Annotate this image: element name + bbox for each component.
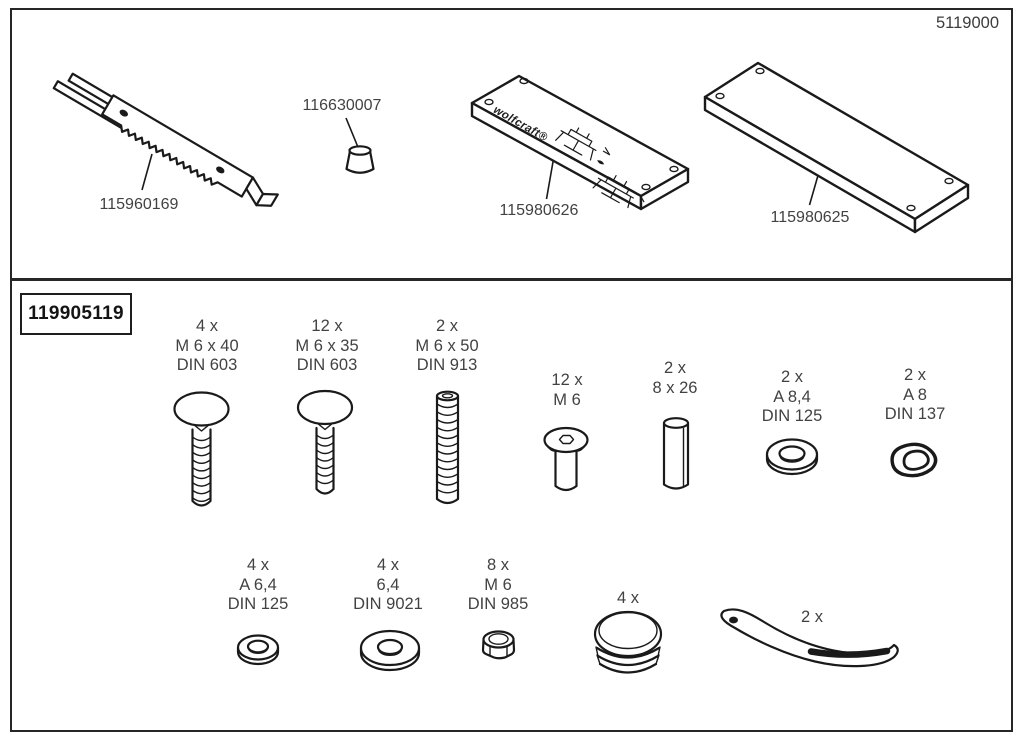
kit-label-washer-a64: 4 x A 6,4 DIN 125	[228, 556, 289, 615]
kit-number-box: 119905119	[20, 293, 132, 335]
leader-lines	[141, 117, 822, 206]
bolt-m6x35-drawing	[296, 389, 354, 495]
qty: 8 x	[486, 556, 509, 574]
part-number-plain-plate: 115980625	[770, 209, 850, 226]
product-number: 5119000	[935, 14, 999, 32]
section-divider	[10, 278, 1013, 281]
kit-label-round-cap: 4 x	[617, 589, 639, 609]
washer-a64-drawing	[236, 634, 280, 666]
kit-label-m6x50: 2 x M 6 x 50 DIN 913	[415, 317, 478, 376]
spec: M 6 x 50	[415, 336, 479, 355]
spacer-drawing	[662, 417, 690, 490]
din: DIN 603	[176, 356, 238, 374]
kit-label-m6x40: 4 x M 6 x 40 DIN 603	[175, 317, 238, 376]
wave-washer-drawing	[890, 442, 938, 478]
rail-drawing	[52, 72, 279, 207]
kit-label-wave-washer: 2 x A 8 DIN 137	[885, 366, 946, 425]
qty: 12 x	[551, 371, 583, 389]
spec: M 6 x 40	[175, 336, 239, 355]
round-cap-drawing	[593, 610, 663, 674]
qty: 12 x	[311, 317, 343, 335]
din: DIN 985	[467, 595, 529, 613]
spec: A 8,4	[773, 387, 811, 406]
din: DIN 603	[296, 356, 358, 374]
qty: 2 x	[903, 366, 926, 384]
cap-drawing	[345, 145, 375, 174]
bolt-m6x40-drawing	[173, 391, 230, 507]
din: DIN 913	[416, 356, 478, 374]
plain-plate-drawing	[703, 61, 970, 234]
printed-plate-drawing	[470, 74, 690, 211]
qty: 2 x	[780, 368, 803, 386]
spec: M 6	[553, 390, 581, 409]
lock-nut-drawing	[481, 630, 516, 660]
page-border	[10, 8, 1013, 732]
washer-a84-drawing	[765, 438, 819, 476]
qty: 4 x	[246, 556, 269, 574]
qty: 2 x	[663, 359, 687, 377]
kit-label-sleeve-nut: 12 x M 6	[551, 371, 582, 410]
part-number-rail: 115960169	[99, 196, 179, 213]
spec: A 6,4	[239, 575, 277, 594]
spec: M 6 x 35	[295, 336, 359, 355]
spec: 6,4	[376, 575, 400, 594]
qty: 4 x	[616, 589, 640, 607]
kit-number: 119905119	[28, 303, 124, 324]
din: DIN 125	[227, 595, 289, 613]
washer-64-drawing	[359, 629, 421, 672]
part-number-printed-plate: 115980626	[499, 202, 579, 219]
kit-label-washer-a84: 2 x A 8,4 DIN 125	[762, 368, 823, 427]
kit-label-spacer: 2 x 8 x 26	[653, 359, 698, 398]
part-number-end-cap: 116630007	[302, 97, 382, 114]
qty: 4 x	[376, 556, 399, 574]
threaded-rod-drawing	[435, 390, 460, 505]
spec: 8 x 26	[652, 378, 698, 397]
kit-label-lever: 2 x	[801, 608, 823, 628]
kit-label-m6x35: 12 x M 6 x 35 DIN 603	[295, 317, 358, 376]
spec: A 8	[903, 385, 927, 404]
din: DIN 9021	[353, 595, 423, 613]
lever-drawing	[720, 608, 899, 668]
qty: 4 x	[195, 317, 218, 335]
plate-print-diagrams	[555, 127, 645, 209]
kit-label-lock-nut: 8 x M 6 DIN 985	[468, 556, 529, 615]
spec: M 6	[484, 575, 512, 594]
qty: 2 x	[435, 317, 458, 335]
din: DIN 137	[884, 405, 946, 423]
qty: 2 x	[800, 608, 824, 626]
sleeve-nut-drawing	[543, 426, 589, 492]
kit-label-washer-64: 4 x 6,4 DIN 9021	[353, 556, 423, 615]
din: DIN 125	[761, 407, 823, 425]
